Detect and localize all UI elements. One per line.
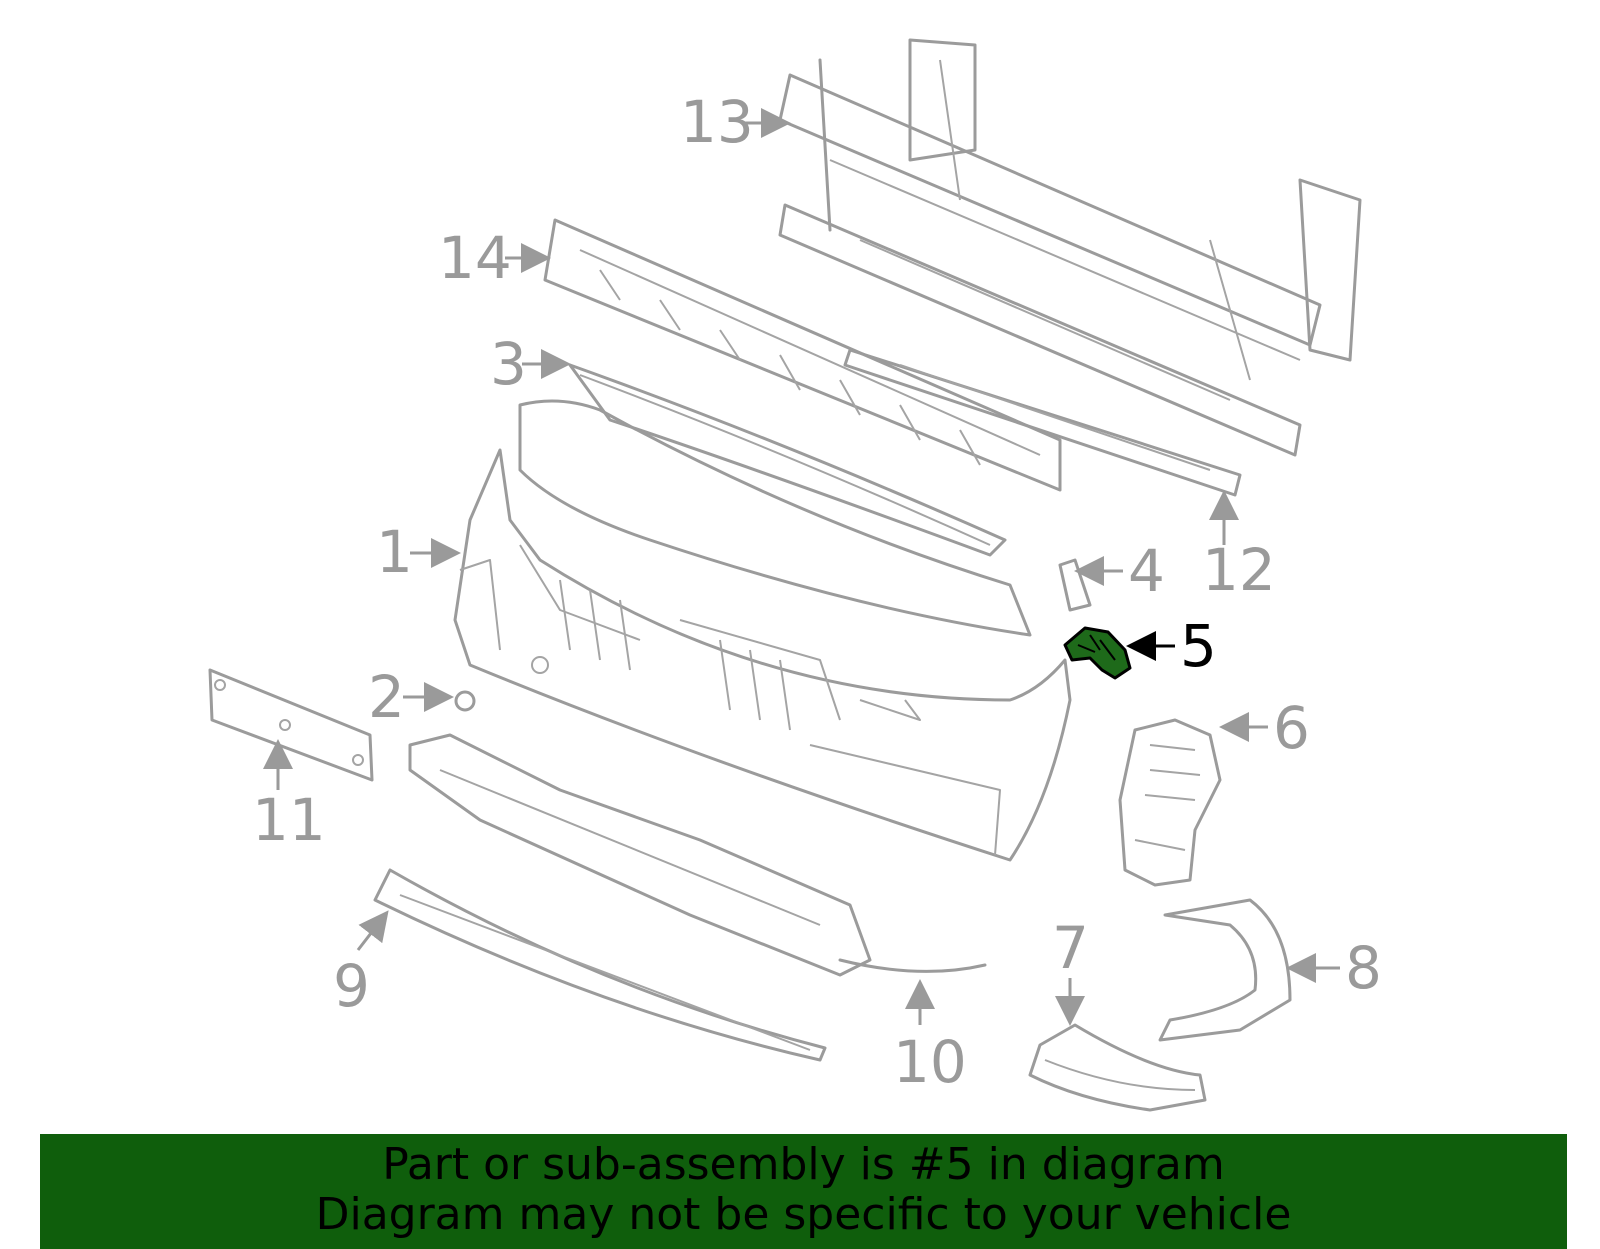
- callout-10: 10: [893, 1028, 967, 1096]
- banner-line-2: Diagram may not be specific to your vehi…: [315, 1189, 1292, 1240]
- callout-11: 11: [252, 786, 326, 854]
- callout-7: 7: [1052, 914, 1089, 982]
- part-9-lower-trim: [373, 868, 827, 1062]
- arrow-9: [356, 910, 389, 951]
- part-10-lower-lip: [408, 733, 987, 977]
- part-11-license-bracket: [208, 668, 374, 782]
- part-5-bracket-highlighted: [1063, 626, 1132, 680]
- callout-9: 9: [333, 952, 370, 1020]
- part-1-bumper-cover: [453, 399, 1072, 862]
- info-banner: Part or sub-assembly is #5 in diagram Di…: [40, 1134, 1567, 1249]
- part-14-absorber: [543, 218, 1062, 492]
- part-4-bracket: [1058, 558, 1092, 612]
- callout-13: 13: [680, 88, 754, 156]
- callout-12: 12: [1202, 536, 1276, 604]
- part-8-lower-grille: [1158, 898, 1292, 1042]
- part-13-reinforcement: [778, 38, 1362, 457]
- banner-line-1: Part or sub-assembly is #5 in diagram: [382, 1139, 1225, 1190]
- part-3-upper-grille: [568, 363, 1007, 557]
- callout-5: 5: [1180, 612, 1217, 680]
- part-6-side-bracket: [1118, 718, 1222, 887]
- callout-8: 8: [1345, 934, 1382, 1002]
- part-2-clip: [454, 690, 476, 712]
- leader-arrows: [263, 108, 1340, 1026]
- callout-6: 6: [1273, 694, 1310, 762]
- callout-4: 4: [1128, 537, 1165, 605]
- callout-3: 3: [490, 330, 527, 398]
- callout-labels: 13 14 3 1 4 12 5 6 2 11 7 8 9 10: [252, 88, 1382, 1096]
- callout-1: 1: [376, 518, 413, 586]
- part-7-lower-grille: [1028, 1023, 1207, 1112]
- callout-14: 14: [438, 224, 512, 292]
- callout-2: 2: [368, 663, 405, 731]
